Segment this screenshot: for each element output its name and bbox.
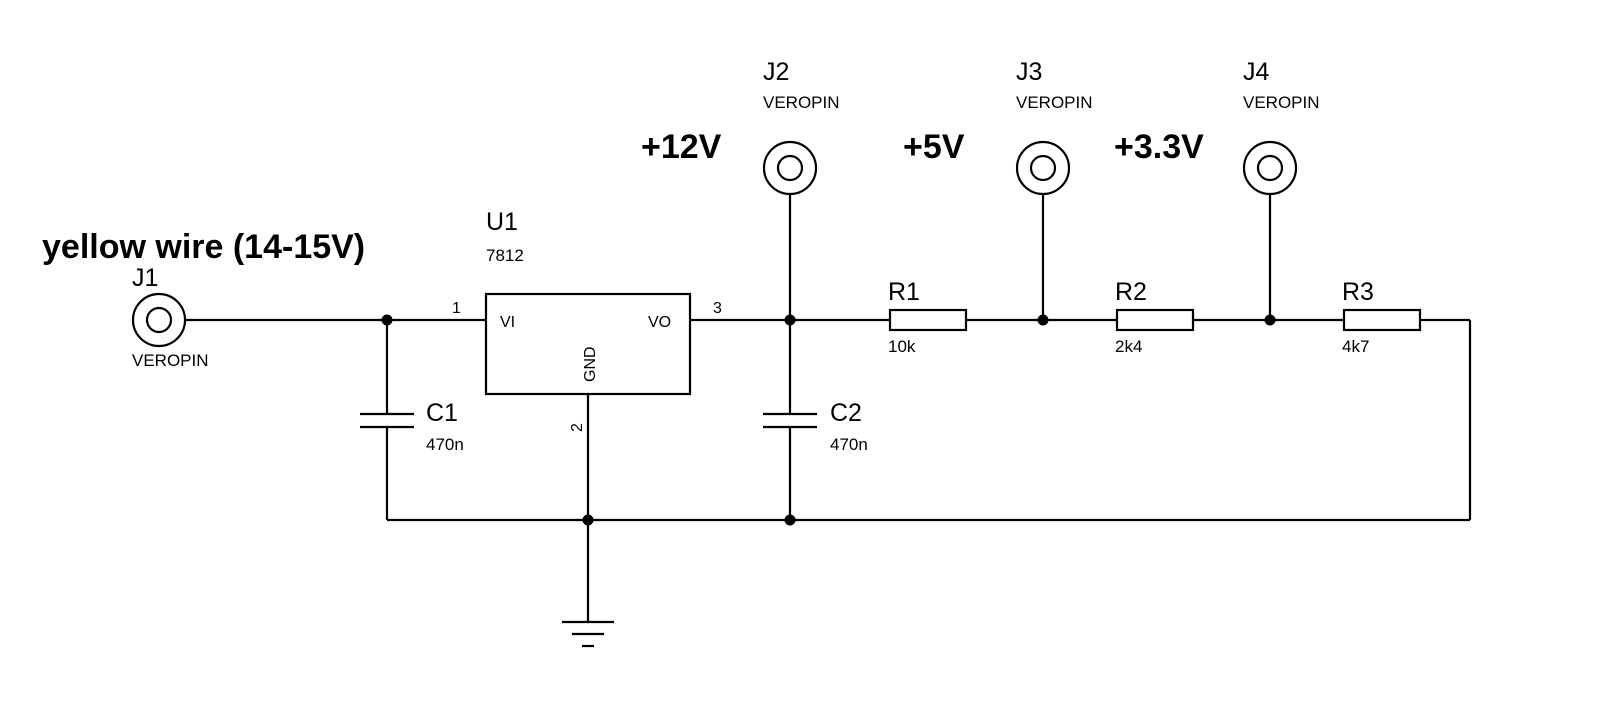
ground-icon [562,620,614,648]
r2-ref: R2 [1115,278,1147,306]
c2-value: 470n [830,435,868,454]
connector-j4 [1242,140,1298,196]
j2-ref: J2 [763,58,789,86]
veropin-inner-icon [1029,154,1057,182]
r1-ref: R1 [888,278,920,306]
r3-ref: R3 [1342,278,1374,306]
junction-dot [784,514,796,526]
veropin-inner-icon [145,306,173,334]
c1-value: 470n [426,435,464,454]
u1-ref: U1 [486,208,518,236]
junction-dot [1264,314,1276,326]
u1-pin-vi: VI [500,314,515,331]
j2-type: VEROPIN [763,93,840,112]
r1-value: 10k [888,337,916,356]
connector-j2 [762,140,818,196]
junction-dot [582,514,594,526]
j4-ref: J4 [1243,58,1270,86]
capacitor-c2 [763,412,817,429]
connector-j1 [131,292,187,348]
u1-pin3-number: 3 [713,300,722,317]
j4-type: VEROPIN [1243,93,1320,112]
veropin-inner-icon [776,154,804,182]
wires [186,194,1472,622]
rail-label-12v: +12V [641,128,722,166]
r3-value: 4k7 [1342,337,1369,356]
r2-value: 2k4 [1115,337,1142,356]
regulator-u1 [484,292,692,396]
j1-type: VEROPIN [132,351,209,370]
capacitor-c1 [360,412,414,429]
u1-pin2-number: 2 [569,423,586,432]
supply-label: yellow wire (14-15V) [42,228,365,266]
resistor-r3 [1342,308,1422,332]
rail-label-3v3: +3.3V [1114,128,1204,166]
c1-ref: C1 [426,399,458,427]
junction-dot [784,314,796,326]
resistor-r1 [888,308,968,332]
c2-ref: C2 [830,399,862,427]
rail-label-5v: +5V [903,128,965,166]
j3-ref: J3 [1016,58,1042,86]
j3-type: VEROPIN [1016,93,1093,112]
j1-ref: J1 [132,264,158,292]
u1-value: 7812 [486,246,524,265]
junction-dot [381,314,393,326]
junction-dot [1037,314,1049,326]
u1-pin-vo: VO [648,314,671,331]
veropin-inner-icon [1256,154,1284,182]
connector-j3 [1015,140,1071,196]
u1-pin1-number: 1 [452,300,461,317]
regulator-body [484,292,692,396]
junctions [381,314,1276,526]
resistor-r2 [1115,308,1195,332]
u1-pin-gnd: GND [582,346,599,382]
